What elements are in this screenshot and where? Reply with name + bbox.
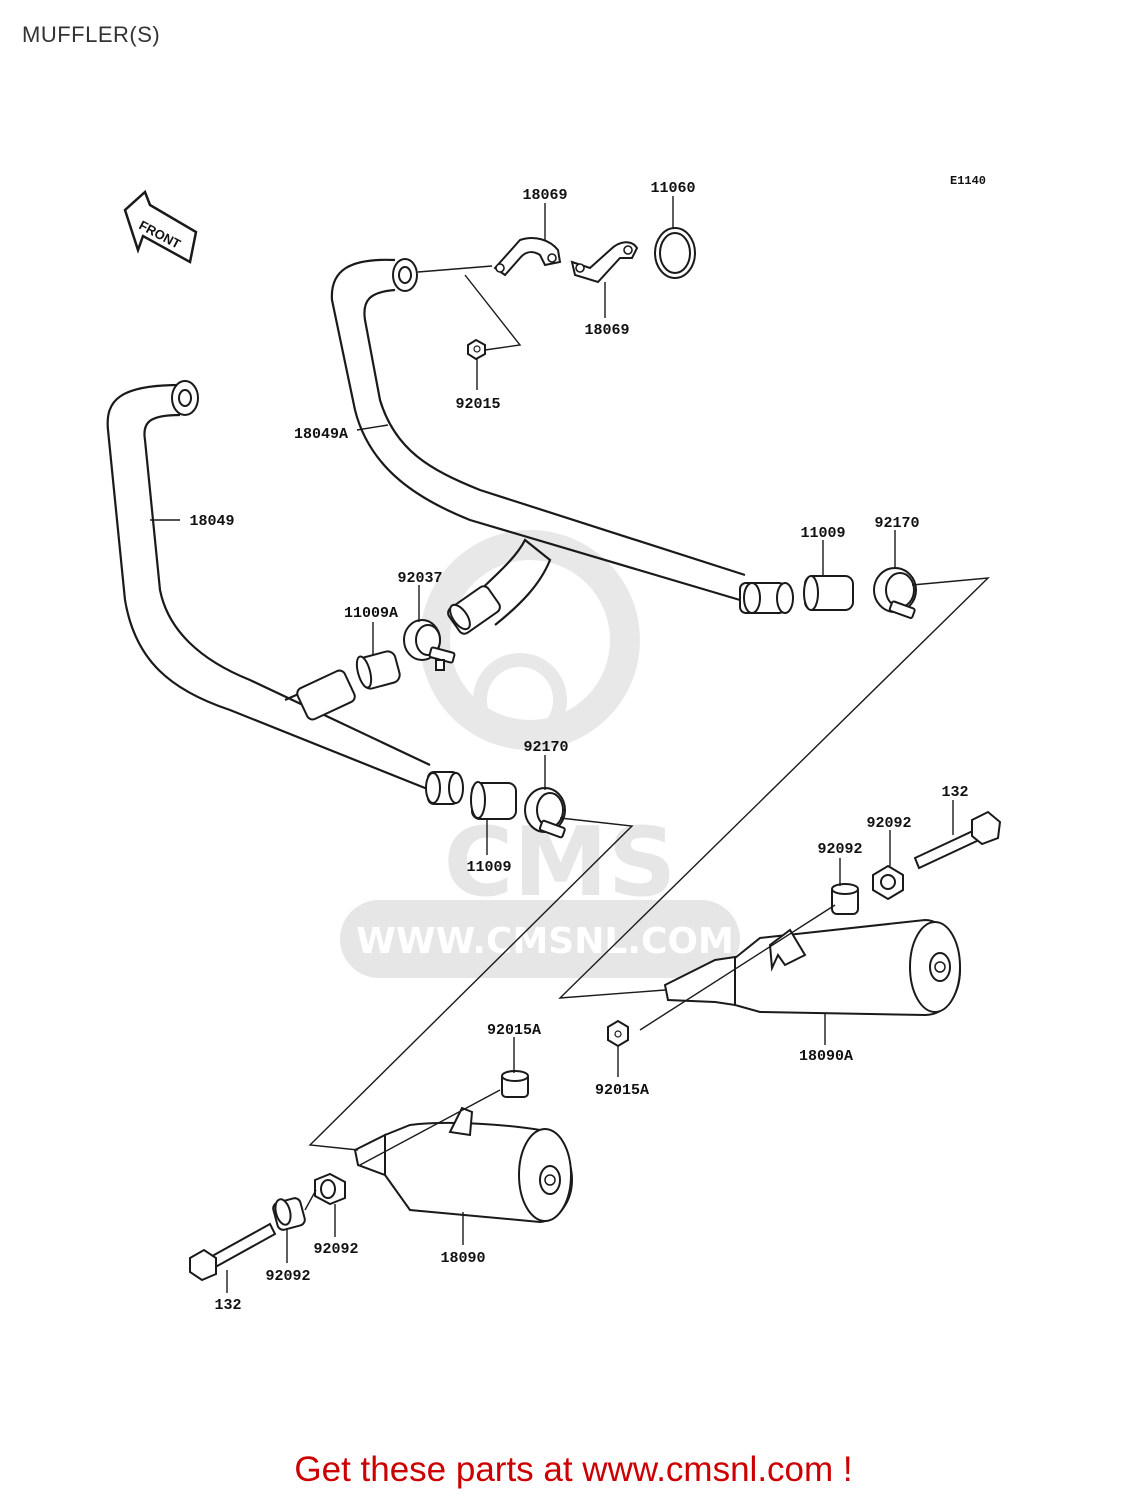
part-label-92092-c[interactable]: 92092	[313, 1241, 358, 1258]
part-label-132-left[interactable]: 132	[214, 1297, 241, 1314]
part-label-132-right[interactable]: 132	[941, 784, 968, 801]
collar-92092-a	[831, 883, 859, 915]
part-label-92037[interactable]: 92037	[397, 570, 442, 587]
diagram-code: E1140	[950, 174, 986, 188]
watermark-text: WWW.CMSNL.COM	[356, 921, 734, 962]
clamp-92170-lower	[524, 787, 566, 839]
nut-92015a-lower	[607, 1019, 629, 1048]
muffler-18090a	[663, 918, 962, 1017]
part-label-18049a[interactable]: 18049A	[294, 426, 348, 443]
part-label-92092-b[interactable]: 92092	[817, 841, 862, 858]
bracket-18069-upper	[493, 237, 562, 277]
part-label-92170-lower[interactable]: 92170	[523, 739, 568, 756]
exhaust-pipe-18049a	[330, 258, 794, 614]
part-label-92092-a[interactable]: 92092	[866, 815, 911, 832]
part-label-11009-lower[interactable]: 11009	[466, 859, 511, 876]
front-arrow-icon: FRONT	[123, 189, 198, 264]
clamp-92170-right	[873, 567, 917, 619]
bolt-132-left	[189, 1222, 277, 1282]
part-label-92015a-upper[interactable]: 92015A	[487, 1022, 541, 1039]
part-label-18049[interactable]: 18049	[189, 513, 234, 530]
bolt-132-right	[913, 810, 1002, 870]
part-label-92092-d[interactable]: 92092	[265, 1268, 310, 1285]
nut-92015	[467, 338, 486, 361]
collar-92092-d	[314, 1172, 346, 1206]
collar-92092-b	[872, 864, 904, 901]
part-label-11009-right[interactable]: 11009	[800, 525, 845, 542]
part-label-18069-top[interactable]: 18069	[522, 187, 567, 204]
page-title: MUFFLER(S)	[22, 22, 161, 47]
leader-lines	[150, 196, 954, 1293]
exhaust-pipe-18049	[106, 380, 464, 805]
footer-cta-link[interactable]: Get these parts at www.cmsnl.com !	[294, 1450, 853, 1489]
collar-92092-c	[272, 1197, 306, 1231]
gasket-11009a	[355, 650, 401, 690]
part-label-92015a-lower[interactable]: 92015A	[595, 1082, 649, 1099]
gasket-11009-lower	[470, 781, 517, 820]
gasket-ring-11060	[654, 227, 696, 279]
part-label-18090[interactable]: 18090	[440, 1250, 485, 1267]
bracket-18069-lower	[570, 241, 639, 284]
part-label-18069-mid[interactable]: 18069	[584, 322, 629, 339]
muffler-18090	[353, 1106, 574, 1224]
clamp-92037	[403, 619, 456, 671]
part-label-18090a[interactable]: 18090A	[799, 1048, 853, 1065]
connector-pipe	[447, 538, 552, 635]
watermark-mascot-icon	[420, 530, 640, 750]
part-label-92170-right[interactable]: 92170	[874, 515, 919, 532]
gasket-11009-right	[803, 575, 854, 611]
exploded-parts-diagram: CMS WWW.CMSNL.COM FRONT E1140	[106, 174, 1002, 1314]
part-label-11009a[interactable]: 11009A	[344, 605, 398, 622]
part-labels: 18069 11060 18069 92015 18049A 18049 110…	[189, 180, 968, 1314]
nut-92015a-upper	[501, 1070, 529, 1098]
part-label-11060[interactable]: 11060	[650, 180, 695, 197]
assembly-guides	[304, 265, 990, 1211]
part-label-92015[interactable]: 92015	[455, 396, 500, 413]
watermark: CMS WWW.CMSNL.COM	[340, 530, 740, 978]
